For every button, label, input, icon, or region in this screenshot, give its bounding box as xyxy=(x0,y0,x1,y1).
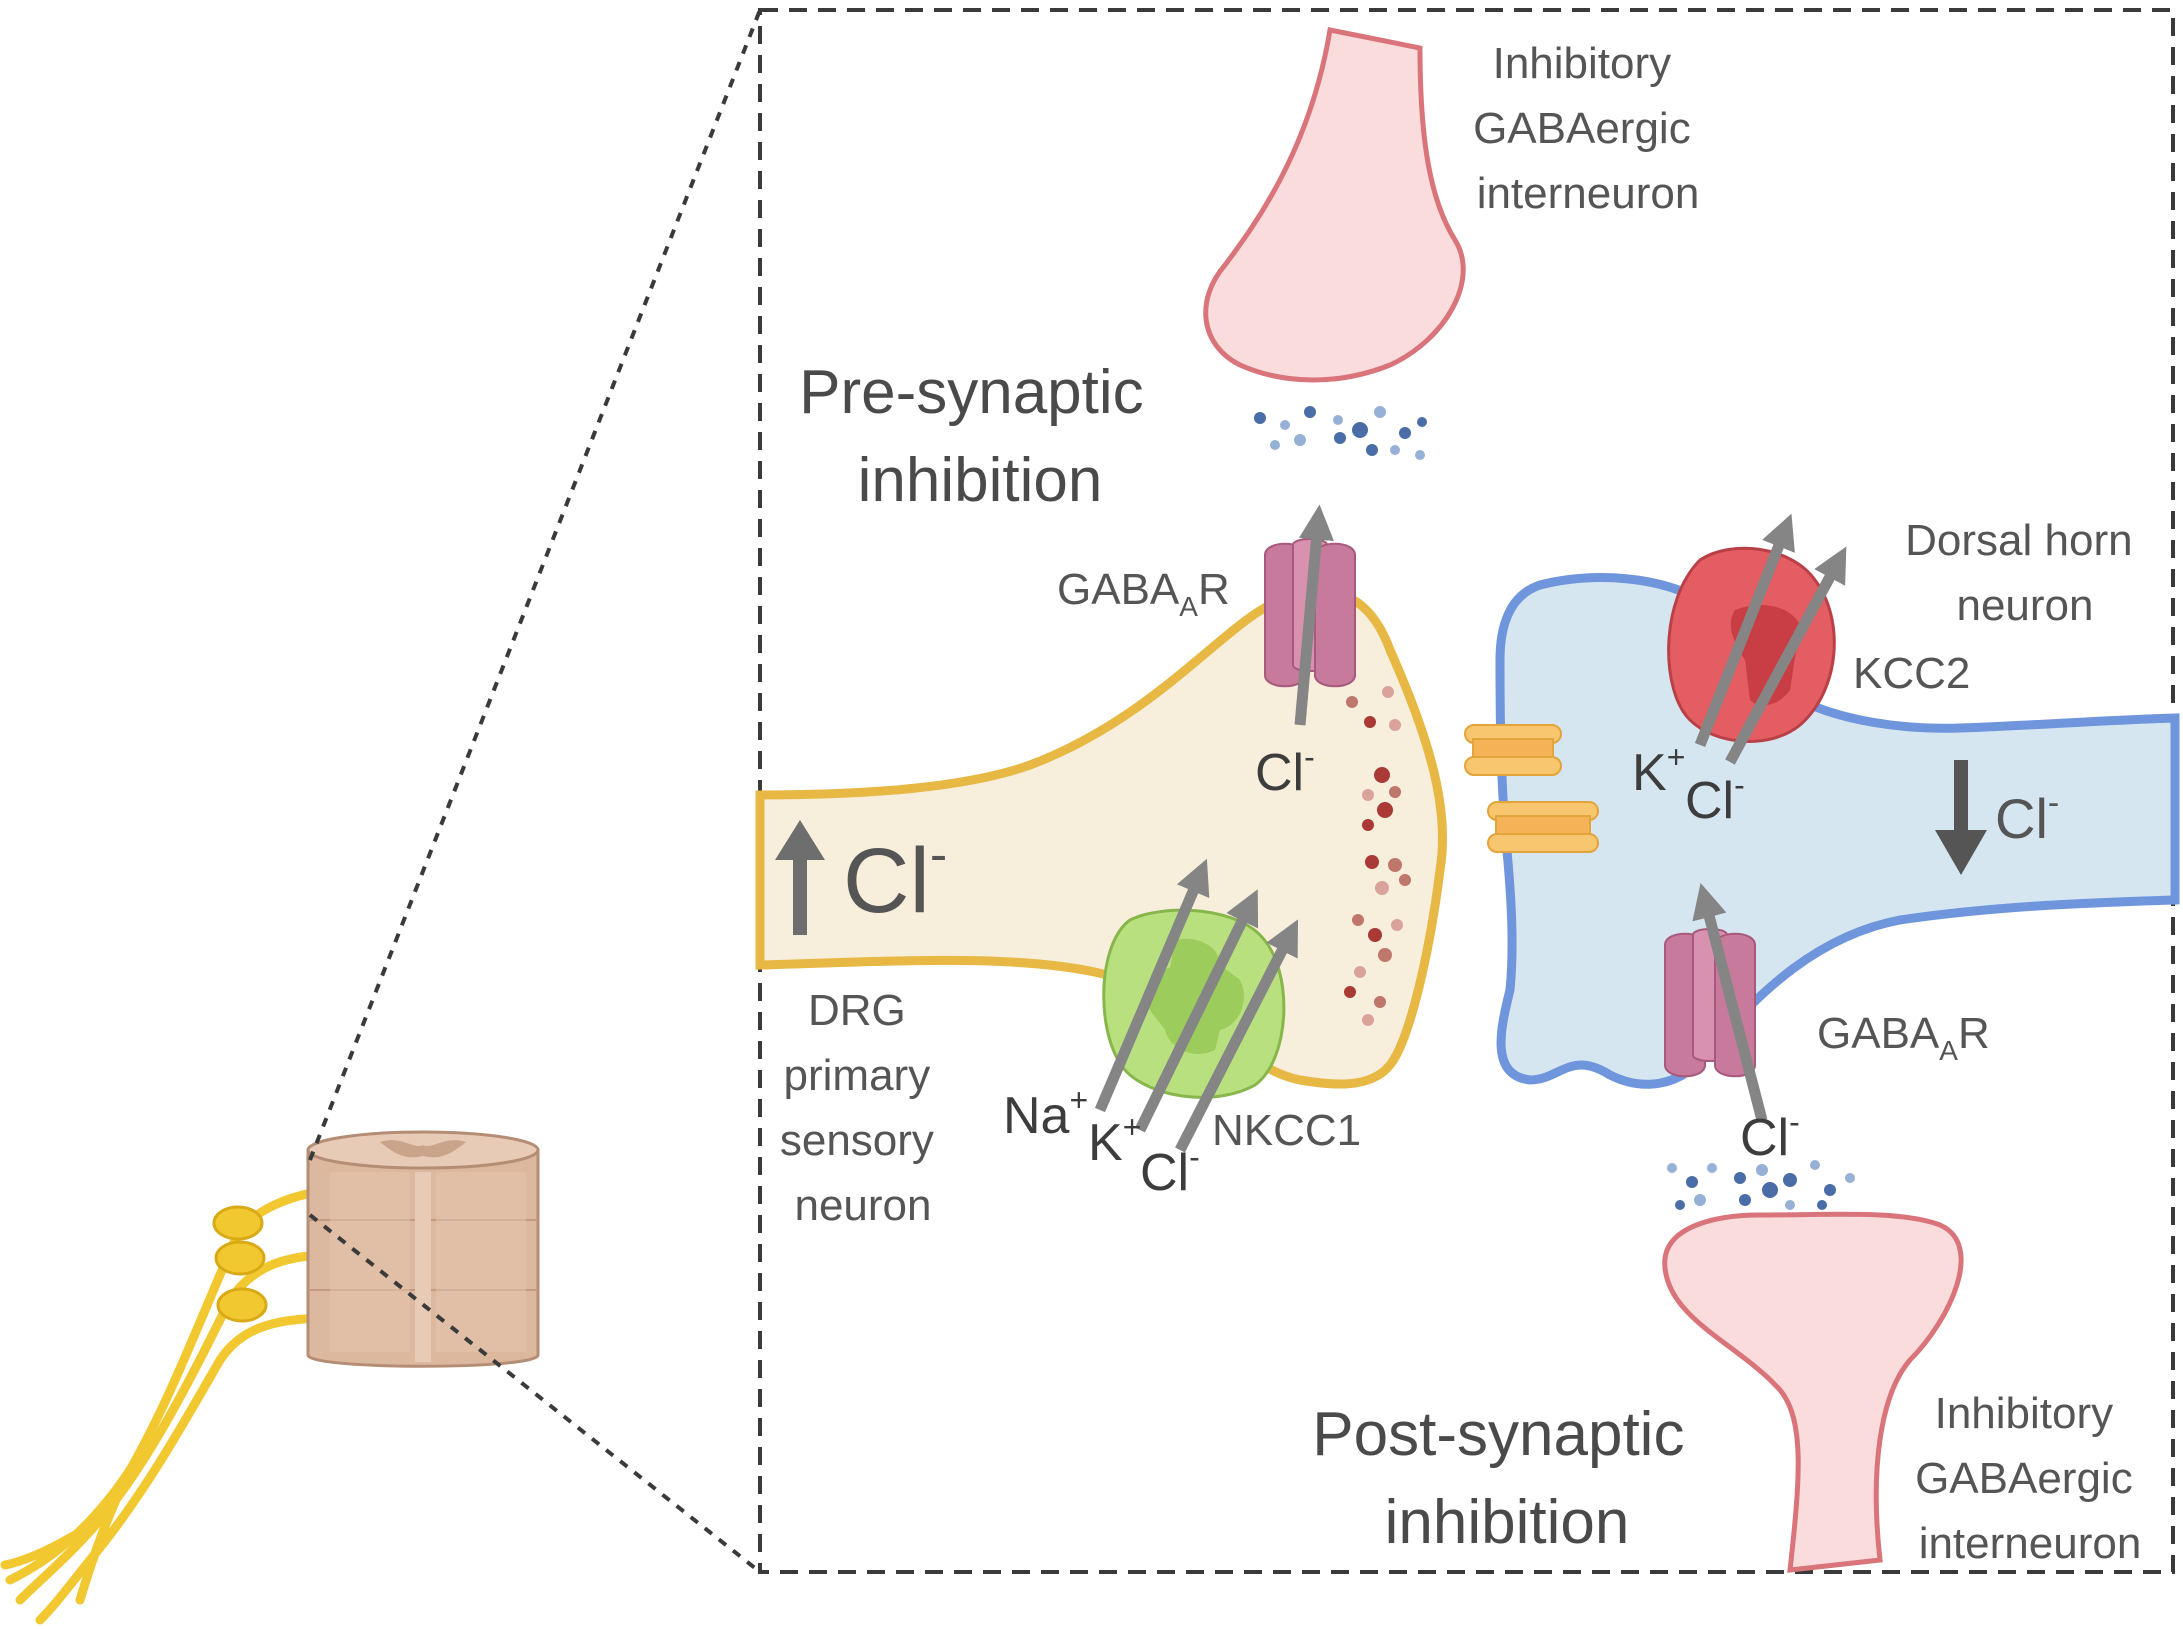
gabaar-right-label: GABAAR xyxy=(1817,1009,1990,1066)
cl-bottom-main: Cl xyxy=(1740,1109,1789,1167)
k-nkcc1-label: K+ xyxy=(1088,1109,1141,1172)
k-efflux-arrow-kcc2 xyxy=(1694,513,1795,748)
k-kcc2-sup: + xyxy=(1667,739,1686,775)
sensory-nerve-fibers xyxy=(0,1185,335,1625)
dorsal-horn-label: Dorsal horn neuron xyxy=(1905,516,2145,630)
drg-synaptic-vesicles xyxy=(1344,686,1411,1026)
inhibitory-top-label: Inhibitory GABAergic interneuron xyxy=(1473,39,1703,218)
cl-efflux-arrow-kcc2 xyxy=(1725,546,1847,765)
inhibitory-bottom-line3: interneuron xyxy=(1919,1519,2142,1568)
inhibitory-bottom-line1: Inhibitory xyxy=(1935,1389,2114,1438)
cl-up-big-main: Cl xyxy=(843,830,930,932)
k-kcc2-main: K xyxy=(1632,744,1667,802)
concentration-arrows xyxy=(775,760,1987,935)
postsynaptic-line1: Post-synaptic xyxy=(1312,1400,1684,1469)
gabaar-right-tail: R xyxy=(1958,1009,1990,1058)
cl-nkcc1-sup: - xyxy=(1189,1139,1200,1175)
drg-line4: neuron xyxy=(794,1181,931,1230)
gabaar-top-sub: A xyxy=(1179,591,1198,622)
inhibitory-bottom-label: Inhibitory GABAergic interneuron xyxy=(1915,1389,2145,1568)
nkcc1-label: NKCC1 xyxy=(1212,1106,1361,1155)
presynaptic-line2: inhibition xyxy=(858,446,1103,515)
inhibitory-top-line3: interneuron xyxy=(1477,169,1700,218)
zoom-lines xyxy=(308,9,762,1574)
postsynaptic-line2: inhibition xyxy=(1385,1488,1630,1557)
drg-line1: DRG xyxy=(808,986,906,1035)
presynaptic-title: Pre-synaptic inhibition xyxy=(799,358,1161,515)
top-gaba-vesicles xyxy=(1254,406,1427,460)
cl-up-big-label: Cl- xyxy=(843,826,947,932)
gabaar-top-main: GABA xyxy=(1057,565,1180,614)
cl-top-sup: - xyxy=(1304,739,1315,775)
spinal-cord-segment xyxy=(306,1130,540,1368)
cl-kcc2-main: Cl xyxy=(1685,772,1734,830)
na-sup: + xyxy=(1069,1082,1088,1118)
cl-up-big-sup: - xyxy=(930,826,947,884)
cl-down-label: Cl- xyxy=(1995,784,2059,850)
na-main: Na xyxy=(1003,1087,1070,1145)
cl-nkcc1-label: Cl- xyxy=(1140,1139,1200,1202)
ion-flux-arrows xyxy=(1094,504,1847,1153)
cl-top-label: Cl- xyxy=(1255,739,1315,802)
na-label: Na+ xyxy=(1003,1082,1088,1145)
postsynaptic-receptors xyxy=(1464,724,1599,853)
nkcc1-cotransporter xyxy=(1102,908,1286,1099)
bottom-interneuron-terminal xyxy=(1662,1211,1964,1573)
inhibitory-bottom-line2: GABAergic xyxy=(1915,1454,2133,1503)
drg-line3: sensory xyxy=(780,1116,934,1165)
top-interneuron-terminal xyxy=(1203,27,1466,383)
cl-influx-arrow-nkcc1 xyxy=(1175,919,1299,1153)
postsynaptic-title: Post-synaptic inhibition xyxy=(1312,1400,1701,1557)
kcc2-cotransporter xyxy=(1667,546,1836,743)
drg-line2: primary xyxy=(784,1051,931,1100)
spinal-cord-illustration xyxy=(0,9,762,1625)
presynaptic-line1: Pre-synaptic xyxy=(799,358,1144,427)
inhibitory-top-line1: Inhibitory xyxy=(1493,39,1672,88)
bottom-gaba-vesicles xyxy=(1667,1160,1855,1210)
dorsal-horn-line1: Dorsal horn xyxy=(1905,516,2132,565)
cl-nkcc1-main: Cl xyxy=(1140,1144,1189,1202)
cl-kcc2-sup: - xyxy=(1734,767,1745,803)
drg-label: DRG primary sensory neuron xyxy=(780,986,946,1230)
cl-bottom-label: Cl- xyxy=(1740,1104,1800,1167)
cl-efflux-arrow-gabaar-top xyxy=(1294,504,1334,726)
k-kcc2-label: K+ xyxy=(1632,739,1685,802)
gabaar-top-label: GABAAR xyxy=(1057,565,1230,622)
cl-efflux-arrow-gabaar-post xyxy=(1692,882,1768,1122)
gabaar-right-main: GABA xyxy=(1817,1009,1940,1058)
cl-kcc2-label: Cl- xyxy=(1685,767,1745,830)
inhibitory-top-line2: GABAergic xyxy=(1473,104,1691,153)
gabaar-top-tail: R xyxy=(1198,565,1230,614)
kcc2-label: KCC2 xyxy=(1853,649,1970,698)
k-influx-arrow-nkcc1 xyxy=(1135,889,1259,1133)
cl-down-sup: - xyxy=(2048,784,2059,822)
na-influx-arrow-nkcc1 xyxy=(1094,858,1210,1113)
gabaar-right-sub: A xyxy=(1939,1035,1958,1066)
cl-top-main: Cl xyxy=(1255,744,1304,802)
k-nkcc1-sup: + xyxy=(1123,1109,1142,1145)
dorsal-horn-line2: neuron xyxy=(1956,581,2093,630)
k-nkcc1-main: K xyxy=(1088,1114,1123,1172)
dorsal-root-ganglia xyxy=(212,1205,268,1323)
cl-down-main: Cl xyxy=(1995,787,2048,850)
cl-bottom-sup: - xyxy=(1789,1104,1800,1140)
